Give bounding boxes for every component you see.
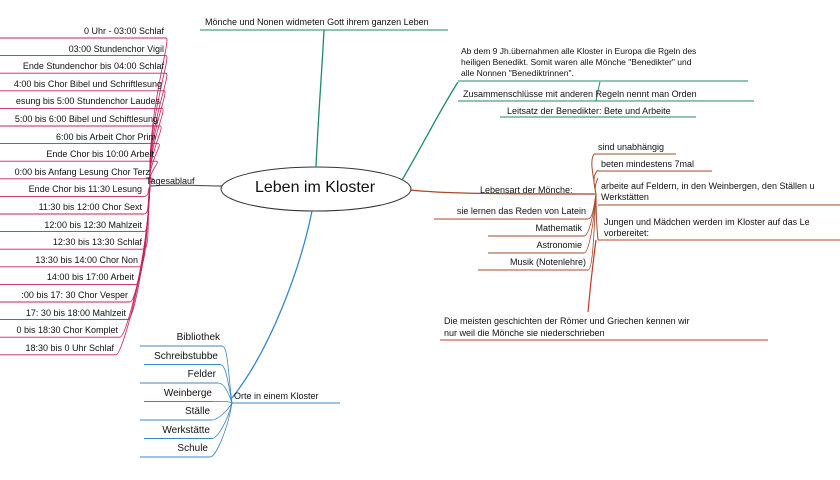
right-top-note-line-1[interactable]: Ab dem 9 Jh.übernahmen alle Kloster in E…: [461, 46, 697, 56]
orte-item-connector: [211, 402, 233, 439]
orte-item-connector: [211, 402, 233, 421]
tagesablauf-connectors: [0, 37, 168, 356]
tagesablauf-item-connector: [115, 185, 151, 356]
jungen-line-1[interactable]: Jungen und Mädchen werden im Kloster auf…: [604, 217, 810, 227]
tagesablauf-item[interactable]: Ende Stundenchor bis 04:00 Schlaf: [22, 61, 164, 72]
orte-item[interactable]: Weinberge: [163, 387, 212, 399]
lebensart-item-beten[interactable]: beten mindestens 7mal: [601, 159, 695, 169]
jungen-line-2[interactable]: vorbereitet:: [604, 228, 650, 238]
right-top-note-line-2[interactable]: heiligen Benedikt. Somit waren alle Mönc…: [461, 57, 692, 67]
tagesablauf-item[interactable]: 12:30 bis 13:30 Schlaf: [52, 237, 142, 248]
jungen-connector: [595, 193, 599, 241]
top-branch-line: [315, 29, 325, 168]
tagesablauf-item[interactable]: 17: 30 bis 18:00 Mahlzeit: [25, 307, 126, 318]
subject-item[interactable]: Musik (Notenlehre): [509, 257, 586, 267]
subject-item[interactable]: Astronomie: [536, 240, 582, 250]
right-top-note-line-3[interactable]: alle Nonnen "Benediktrinnen".: [461, 68, 574, 78]
tagesablauf-item[interactable]: Ende Chor bis 11:30 Lesung: [28, 184, 142, 195]
orte-item-connector: [217, 382, 233, 404]
leitsatz-text[interactable]: Leitsatz der Benedikter: Bete und Arbeit…: [507, 106, 671, 116]
orte-label[interactable]: Orte in einem Kloster: [234, 391, 319, 401]
center-title[interactable]: Leben im Kloster: [254, 179, 376, 196]
tagesablauf-item[interactable]: 0 Uhr - 03:00 Schlaf: [83, 26, 164, 36]
orden-connector: [595, 81, 601, 102]
orte-item[interactable]: Schule: [177, 443, 208, 454]
top-note[interactable]: Mönche und Nonen widmeten Gott ihrem gan…: [205, 17, 429, 27]
tagesablauf-item-connector: [149, 178, 155, 187]
tagesablauf-item[interactable]: 11:30 bis 12:00 Chor Sext: [38, 202, 142, 212]
lebensart-branch-line: [409, 189, 597, 195]
orte-branch-line: [231, 210, 313, 399]
lebensart-item-arbeite[interactable]: arbeite auf Feldern, in den Weinbergen, …: [601, 181, 815, 191]
tagesablauf-item[interactable]: 14:00 bis 17:00 Arbeit: [46, 272, 134, 283]
tagesablauf-item[interactable]: esung bis 5:00 Stundenchor Laudes: [15, 96, 160, 107]
bottom-note-line-1[interactable]: Die meisten geschichten der Römer und Gr…: [444, 316, 690, 326]
orte-item[interactable]: Bibliothek: [176, 332, 220, 343]
tagesablauf-item[interactable]: 18:30 bis 0 Uhr Schlaf: [25, 342, 114, 353]
subject-item[interactable]: Mathematik: [535, 223, 582, 233]
bottom-note-line-2[interactable]: nur weil die Mönche sie niederschrieben: [444, 328, 605, 338]
tagesablauf-item[interactable]: 13:30 bis 14:00 Chor Non: [35, 254, 138, 265]
orte-item[interactable]: Ställe: [184, 406, 210, 417]
subject-connectors: [434, 193, 597, 271]
tagesablauf-item[interactable]: :00 bis 17: 30 Chor Vesper: [21, 290, 128, 300]
orte-item-connector: [221, 345, 233, 404]
lebensart-item-werkstaetten[interactable]: Werkstätten: [601, 192, 649, 202]
orte-item[interactable]: Felder: [187, 369, 216, 380]
right-top-branch-line: [401, 81, 459, 181]
orte-item-connector: [219, 364, 233, 404]
tagesablauf-item[interactable]: 6:00 bis Arbeit Chor Prim: [55, 131, 156, 142]
lebensart-item-unabhaengig[interactable]: sind unabhängig: [598, 142, 665, 152]
orte-item[interactable]: Werkstätte: [162, 424, 210, 436]
subject-item-connector: [587, 193, 597, 271]
tagesablauf-label[interactable]: Tagesablauf: [146, 176, 195, 186]
tagesablauf-item[interactable]: 03:00 Stundenchor Vigil: [68, 43, 164, 54]
tagesablauf-item[interactable]: Ende Chor bis 10:00 Arbeit: [46, 149, 154, 160]
tagesablauf-item[interactable]: 4:00 bis Chor Bibel und Schriftlesung: [13, 78, 162, 89]
tagesablauf-branch-line: [149, 184, 223, 187]
orden-text[interactable]: Zusammenschlüsse mit anderen Regeln nenn…: [463, 89, 697, 99]
subject-item[interactable]: sie lernen das Reden von Latein: [456, 206, 586, 216]
orte-item-connector: [213, 400, 233, 404]
orte-connectors: [140, 345, 233, 458]
tagesablauf-item[interactable]: 5:00 bis 6:00 Bibel und Schiftlesung: [14, 114, 158, 124]
tagesablauf-item[interactable]: 12:00 bis 12:30 Mahlzeit: [44, 219, 142, 230]
lebensart-label[interactable]: Lebensart der Mönche:: [480, 185, 573, 195]
orte-item-connector: [209, 402, 233, 458]
tagesablauf-item[interactable]: 0:00 bis Anfang Lesung Chor Terz: [14, 166, 150, 177]
orte-item[interactable]: Schreibstubbe: [154, 350, 218, 362]
lebensart-fan-up: [591, 153, 599, 195]
tagesablauf-item[interactable]: 0 bis 18:30 Chor Komplet: [16, 325, 118, 336]
bottom-branch-line: [587, 239, 597, 313]
